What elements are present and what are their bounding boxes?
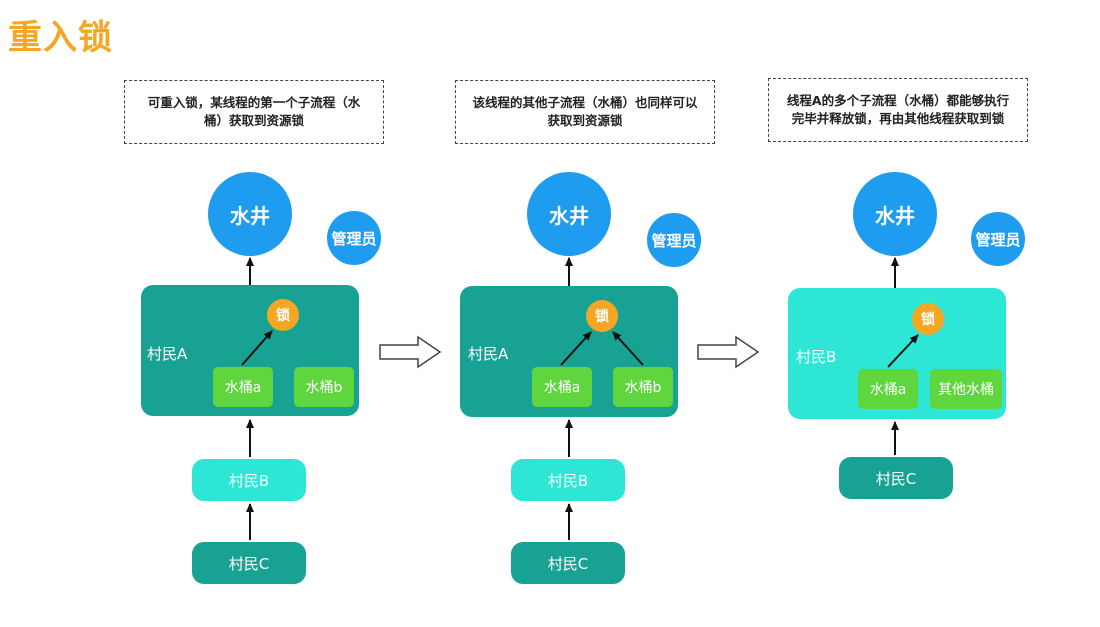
villager-c-box: 村民C bbox=[192, 542, 306, 584]
note-box: 可重入锁，某线程的第一个子流程（水桶）获取到资源锁 bbox=[124, 80, 384, 144]
arrow-bucket-a-to-lock bbox=[560, 331, 592, 366]
bucket-a: 水桶a bbox=[858, 369, 918, 409]
bucket-b: 水桶b bbox=[613, 367, 673, 407]
villager-b-box: 村民B bbox=[192, 459, 306, 501]
note-box: 线程A的多个子流程（水桶）都能够执行完毕并释放锁，再由其他线程获取到锁 bbox=[768, 78, 1028, 142]
villager-label: 村民A bbox=[468, 345, 509, 363]
page-title: 重入锁 bbox=[8, 18, 113, 58]
arrow-bucket-to-lock bbox=[241, 330, 273, 366]
transition-arrow-1-to-2 bbox=[379, 335, 442, 369]
villager-c-box: 村民C bbox=[839, 457, 953, 499]
lock-node: 锁 bbox=[267, 299, 299, 331]
villager-c-box: 村民C bbox=[511, 542, 625, 584]
bucket-a: 水桶a bbox=[532, 367, 592, 407]
admin-node: 管理员 bbox=[647, 213, 701, 267]
transition-arrow-2-to-3 bbox=[697, 335, 760, 369]
lock-node: 锁 bbox=[586, 300, 618, 332]
arrow-bucket-to-lock bbox=[887, 334, 919, 368]
note-box: 该线程的其他子流程（水桶）也同样可以获取到资源锁 bbox=[455, 80, 715, 144]
bucket-other: 其他水桶 bbox=[930, 369, 1002, 409]
arrow-bucket-b-to-lock bbox=[612, 331, 644, 366]
bucket-a: 水桶a bbox=[213, 367, 273, 407]
admin-node: 管理员 bbox=[971, 212, 1025, 266]
villager-label: 村民A bbox=[147, 345, 188, 363]
lock-node: 锁 bbox=[912, 303, 944, 335]
villager-b-box: 村民B bbox=[511, 459, 625, 501]
bucket-b: 水桶b bbox=[294, 367, 354, 407]
admin-node: 管理员 bbox=[327, 211, 381, 265]
well-node: 水井 bbox=[527, 172, 611, 256]
well-node: 水井 bbox=[853, 172, 937, 256]
villager-label: 村民B bbox=[796, 348, 837, 366]
well-node: 水井 bbox=[208, 172, 292, 256]
